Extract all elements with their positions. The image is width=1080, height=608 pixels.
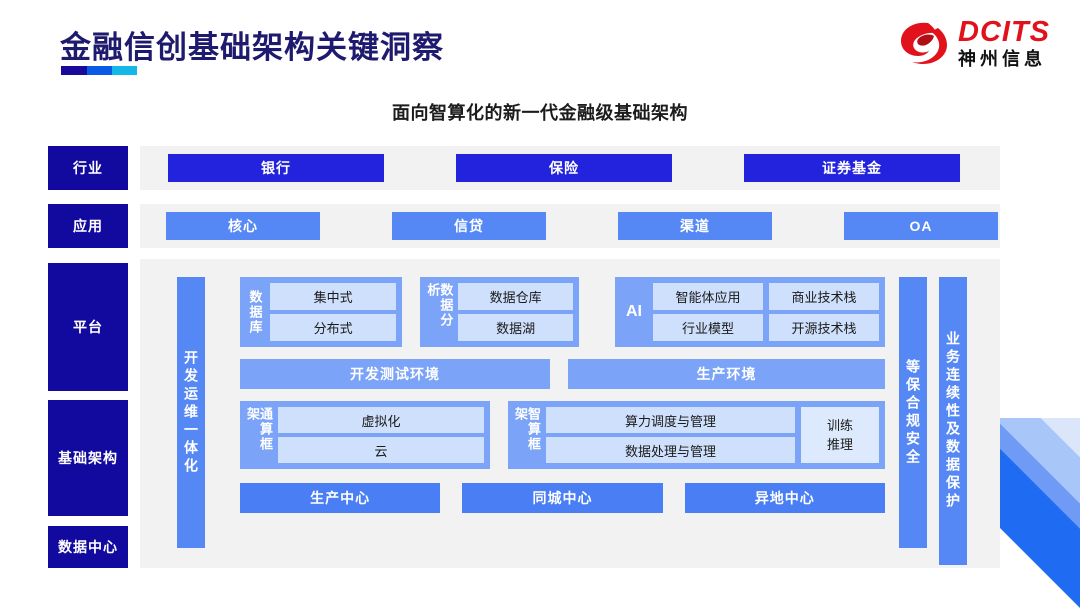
dcits-swirl-icon [901,22,947,64]
industry-chip-bank[interactable]: 银行 [168,154,384,182]
cell-virtualization[interactable]: 虚拟化 [278,407,484,433]
logo-wordmark-cn: 神州信息 [958,49,1046,69]
group-cells-database: 集中式 分布式 [270,283,397,341]
underline-segment-3 [112,66,137,75]
group-cells-data-analysis: 数据仓库 数据湖 [458,283,573,341]
cell-train-inference[interactable]: 训练 推理 [801,407,879,463]
train-label: 训练 [826,417,853,433]
layer-label-infrastructure: 基础架构 [48,400,128,516]
industry-chip-insurance[interactable]: 保险 [456,154,672,182]
center-remote[interactable]: 异地中心 [684,483,885,513]
cell-centralized[interactable]: 集中式 [270,283,397,310]
group-general-compute: 通算框架 虚拟化 云 [240,401,490,469]
layer-label-industry: 行业 [48,146,128,190]
group-intelligent-compute: 智算框架 算力调度与管理 数据处理与管理 训练 推理 [508,401,885,469]
group-label-ai: AI [625,303,642,320]
group-label-intelligent-compute: 智算框架 [513,407,541,452]
cell-data-warehouse[interactable]: 数据仓库 [458,283,573,310]
architecture-panel: 开发运维一体化 等保合规安全 业务连续性及数据保护 数据库 集中式 分布式 数据… [140,259,1000,568]
platform-upper-row: 数据库 集中式 分布式 数据分析 数据仓库 数据湖 AI [240,277,885,347]
group-label-database: 数据库 [247,289,263,335]
cell-data-lake[interactable]: 数据湖 [458,314,573,341]
page-subtitle: 面向智算化的新一代金融级基础架构 [392,103,688,123]
center-production[interactable]: 生产中心 [240,483,441,513]
cell-opensource-stack[interactable]: 开源技术栈 [769,314,880,341]
logo-wordmark-en: DCITS [958,16,1050,48]
vertical-bar-continuity[interactable]: 业务连续性及数据保护 [939,277,967,565]
env-bar-production[interactable]: 生产环境 [568,359,885,389]
cell-agent-application[interactable]: 智能体应用 [652,283,763,310]
center-metro[interactable]: 同城中心 [462,483,663,513]
vertical-bar-compliance[interactable]: 等保合规安全 [899,277,927,548]
env-bar-dev-test[interactable]: 开发测试环境 [240,359,550,389]
group-ai: AI 智能体应用 商业技术栈 行业模型 开源技术栈 [614,277,885,347]
datacenter-row: 生产中心 同城中心 异地中心 [240,483,885,513]
layer-label-datacenter: 数据中心 [48,526,128,568]
app-chip-oa[interactable]: OA [844,212,998,240]
group-data-analysis: 数据分析 数据仓库 数据湖 [420,277,579,347]
group-database: 数据库 集中式 分布式 [240,277,403,347]
application-row: 核心 信贷 渠道 OA [140,204,1000,248]
underline-segment-1 [61,66,87,75]
layer-label-application: 应用 [48,204,128,248]
page-title: 金融信创基础架构关键洞察 [60,30,444,65]
cell-commercial-stack[interactable]: 商业技术栈 [769,283,880,310]
layer-label-platform: 平台 [48,263,128,391]
app-chip-credit[interactable]: 信贷 [392,212,546,240]
cell-cloud[interactable]: 云 [278,437,484,463]
cell-data-processing[interactable]: 数据处理与管理 [546,437,795,463]
app-chip-core[interactable]: 核心 [166,212,320,240]
ai-cell-row-1: 智能体应用 商业技术栈 [652,283,880,310]
environment-row: 开发测试环境 生产环境 [240,359,885,389]
group-cells-ai: 智能体应用 商业技术栈 行业模型 开源技术栈 [652,283,880,341]
app-chip-channel[interactable]: 渠道 [618,212,772,240]
ai-cell-row-2: 行业模型 开源技术栈 [652,314,880,341]
underline-segment-2 [87,66,112,75]
group-label-general-compute: 通算框架 [245,407,273,452]
title-underline-bar [61,66,137,75]
panel-content: 数据库 集中式 分布式 数据分析 数据仓库 数据湖 AI [240,277,885,548]
group-cells-intelligent-compute: 算力调度与管理 数据处理与管理 [546,407,795,463]
industry-chip-securities[interactable]: 证券基金 [744,154,960,182]
cell-distributed[interactable]: 分布式 [270,314,397,341]
cell-industry-model[interactable]: 行业模型 [652,314,763,341]
framework-row: 通算框架 虚拟化 云 智算框架 算力调度与管理 数据处理与管理 训练 推理 [240,401,885,469]
industry-row: 银行 保险 证券基金 [140,146,1000,190]
group-label-data-analysis: 数据分析 [425,283,454,328]
cell-compute-scheduling[interactable]: 算力调度与管理 [546,407,795,433]
inference-label: 推理 [826,437,853,452]
vertical-bar-devops[interactable]: 开发运维一体化 [177,277,205,548]
group-cells-general-compute: 虚拟化 云 [278,407,484,463]
company-logo: DCITS 神州信息 [898,18,1050,68]
